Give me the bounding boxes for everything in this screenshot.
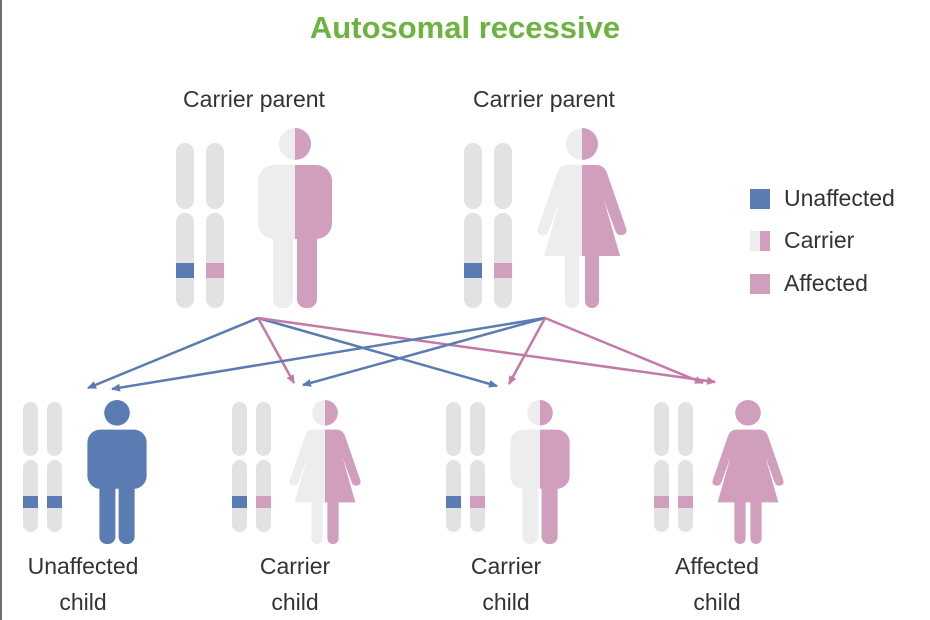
child-4-label: Affected child xyxy=(632,548,802,620)
legend-swatch-affected xyxy=(750,274,770,294)
child-4-label-line2: child xyxy=(693,589,741,615)
legend-item-unaffected: Unaffected xyxy=(750,184,920,212)
child-2-female-figure xyxy=(289,400,361,544)
arrow-p1-to-child-2 xyxy=(256,317,296,384)
arrow-p2-to-child-1 xyxy=(111,316,546,392)
arrow-p2-to-child-4 xyxy=(544,316,704,385)
child-3-male-figure xyxy=(510,400,570,544)
parent-2-chromosome-pair xyxy=(464,143,512,308)
parent-1-male-figure xyxy=(258,128,332,308)
parent-1-chromosome-a xyxy=(176,143,194,308)
legend-swatch-unaffected xyxy=(750,189,770,209)
child-2-chromosome-b xyxy=(256,402,271,532)
child-1-label-line1: Unaffected xyxy=(27,553,139,579)
parent-2-label: Carrier parent xyxy=(473,86,615,112)
child-1-label-line2: child xyxy=(59,589,107,615)
child-1-male-figure xyxy=(87,400,147,544)
child-3-label-line2: child xyxy=(482,589,530,615)
legend-item-carrier: Carrier xyxy=(750,226,920,254)
child-2-label-line2: child xyxy=(271,589,319,615)
parent-1-chromosome-b xyxy=(206,143,224,308)
parent-2-chromosome-a xyxy=(464,143,482,308)
child-1-chromosome-a xyxy=(23,402,38,532)
child-4-chromosome-pair xyxy=(654,402,693,532)
arrow-p1-to-child-1 xyxy=(87,316,259,390)
parent-1-label: Carrier parent xyxy=(183,86,325,112)
legend-swatch-carrier xyxy=(750,231,770,251)
child-2-label: Carrier child xyxy=(210,548,380,620)
child-3-chromosome-b xyxy=(470,402,485,532)
child-3-chromosome-pair xyxy=(446,402,485,532)
child-3-label-line1: Carrier xyxy=(470,553,542,579)
legend-label-affected: Affected xyxy=(784,270,868,296)
child-3-chromosome-a xyxy=(446,402,461,532)
child-2-label-line1: Carrier xyxy=(259,553,331,579)
child-2-chromosome-a xyxy=(232,402,247,532)
child-4-chromosome-b xyxy=(678,402,693,532)
parent-2-female-figure xyxy=(537,128,627,308)
child-4-label-line1: Affected xyxy=(675,553,759,579)
arrow-p2-to-child-3 xyxy=(507,317,547,385)
arrow-p1-to-child-3 xyxy=(257,316,498,388)
arrow-p1-to-child-4 xyxy=(257,316,716,385)
arrow-p2-to-child-2 xyxy=(302,316,546,387)
parent-2-chromosome-b xyxy=(494,143,512,308)
legend-label-carrier: Carrier xyxy=(784,227,855,253)
child-1-label: Unaffected child xyxy=(0,548,168,620)
legend-label-unaffected: Unaffected xyxy=(784,185,895,211)
child-4-chromosome-a xyxy=(654,402,669,532)
parent-1-chromosome-pair xyxy=(176,143,224,308)
legend-item-affected: Affected xyxy=(750,269,920,297)
child-2-chromosome-pair xyxy=(232,402,271,532)
child-4-female-figure xyxy=(712,400,784,544)
diagram-title: Autosomal recessive xyxy=(309,10,621,45)
inheritance-arrows xyxy=(87,316,716,392)
child-1-chromosome-b xyxy=(47,402,62,532)
child-1-chromosome-pair xyxy=(23,402,62,532)
child-3-label: Carrier child xyxy=(421,548,591,620)
